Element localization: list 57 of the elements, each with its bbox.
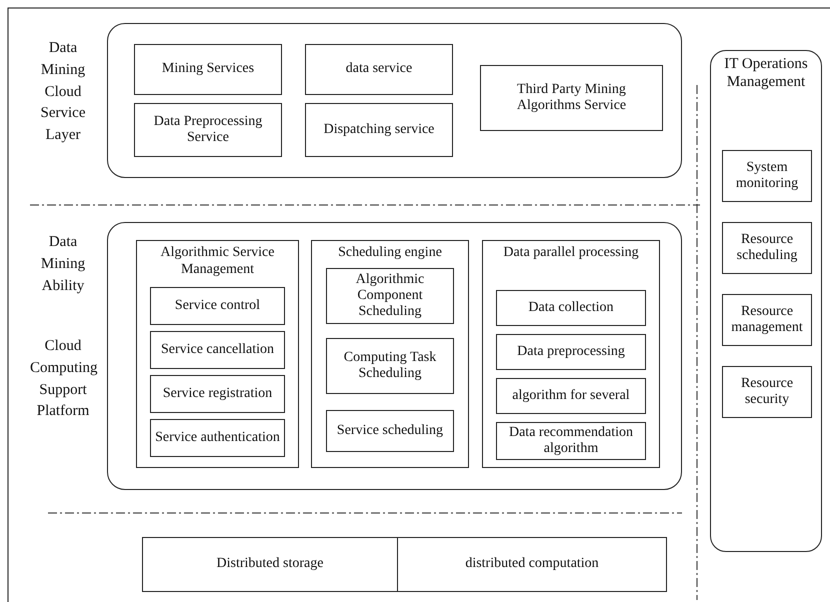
- service-box: [305, 103, 453, 157]
- service-box: [150, 331, 285, 369]
- service-box: [480, 65, 663, 131]
- service-box: [150, 419, 285, 457]
- service-box: [722, 222, 812, 274]
- service-box: [150, 375, 285, 413]
- service-box: [134, 44, 282, 95]
- module-group: [311, 240, 469, 468]
- box-label: Third Party Mining Algorithms Service: [516, 82, 628, 114]
- management-panel: [710, 50, 822, 552]
- box-label: Service control: [174, 298, 260, 314]
- service-box: [496, 290, 646, 326]
- service-box: [326, 268, 454, 324]
- layer-panel: [107, 23, 682, 178]
- service-box: [496, 378, 646, 414]
- box-label: Data recommendation algorithm: [508, 424, 634, 458]
- box-label: algorithm for several: [512, 388, 630, 404]
- service-box: [305, 44, 453, 95]
- box-label: Distributed storage: [216, 556, 324, 573]
- box-label: Service cancellation: [160, 342, 274, 358]
- box-label: Service authentication: [155, 430, 280, 446]
- box-label: Service scheduling: [336, 422, 444, 440]
- module-group: [482, 240, 660, 468]
- service-box: [326, 338, 454, 394]
- box-label: Data preprocessing: [517, 344, 625, 360]
- box-label: data service: [346, 61, 412, 78]
- service-box: [397, 537, 667, 592]
- box-label: distributed computation: [465, 556, 599, 573]
- group-heading: Data parallel processing: [502, 245, 640, 262]
- module-group: [136, 240, 299, 468]
- service-box: [722, 150, 812, 202]
- service-box: [134, 103, 282, 157]
- box-label: Dispatching service: [324, 122, 434, 138]
- box-label: Resource security: [740, 376, 794, 408]
- service-box: [722, 366, 812, 418]
- layer-label: Data Mining Ability: [40, 233, 86, 296]
- box-label: Mining Services: [162, 61, 254, 78]
- layer-label: Cloud Computing Support Platform: [30, 337, 96, 422]
- service-box: [326, 410, 454, 452]
- service-box: [496, 334, 646, 370]
- service-box: [496, 422, 646, 460]
- box-label: System monitoring: [734, 160, 800, 192]
- service-box: [142, 537, 398, 592]
- box-label: Computing Task Scheduling: [342, 350, 438, 382]
- service-box: [150, 287, 285, 325]
- group-heading: IT Operations Management: [723, 55, 809, 91]
- box-label: Data Preprocessing Service: [152, 114, 264, 146]
- layer-label: Data Mining Cloud Service Layer: [40, 39, 86, 145]
- group-heading: Algorithmic Service Management: [160, 245, 276, 279]
- box-label: Algorithmic Component Scheduling: [354, 272, 426, 320]
- layer-panel: [107, 222, 682, 490]
- group-heading: Scheduling engine: [337, 245, 443, 262]
- box-label: Resource management: [730, 304, 804, 336]
- service-box: [722, 294, 812, 346]
- box-label: Resource scheduling: [736, 232, 798, 264]
- box-label: Data collection: [528, 300, 614, 316]
- box-label: Service registration: [162, 386, 272, 402]
